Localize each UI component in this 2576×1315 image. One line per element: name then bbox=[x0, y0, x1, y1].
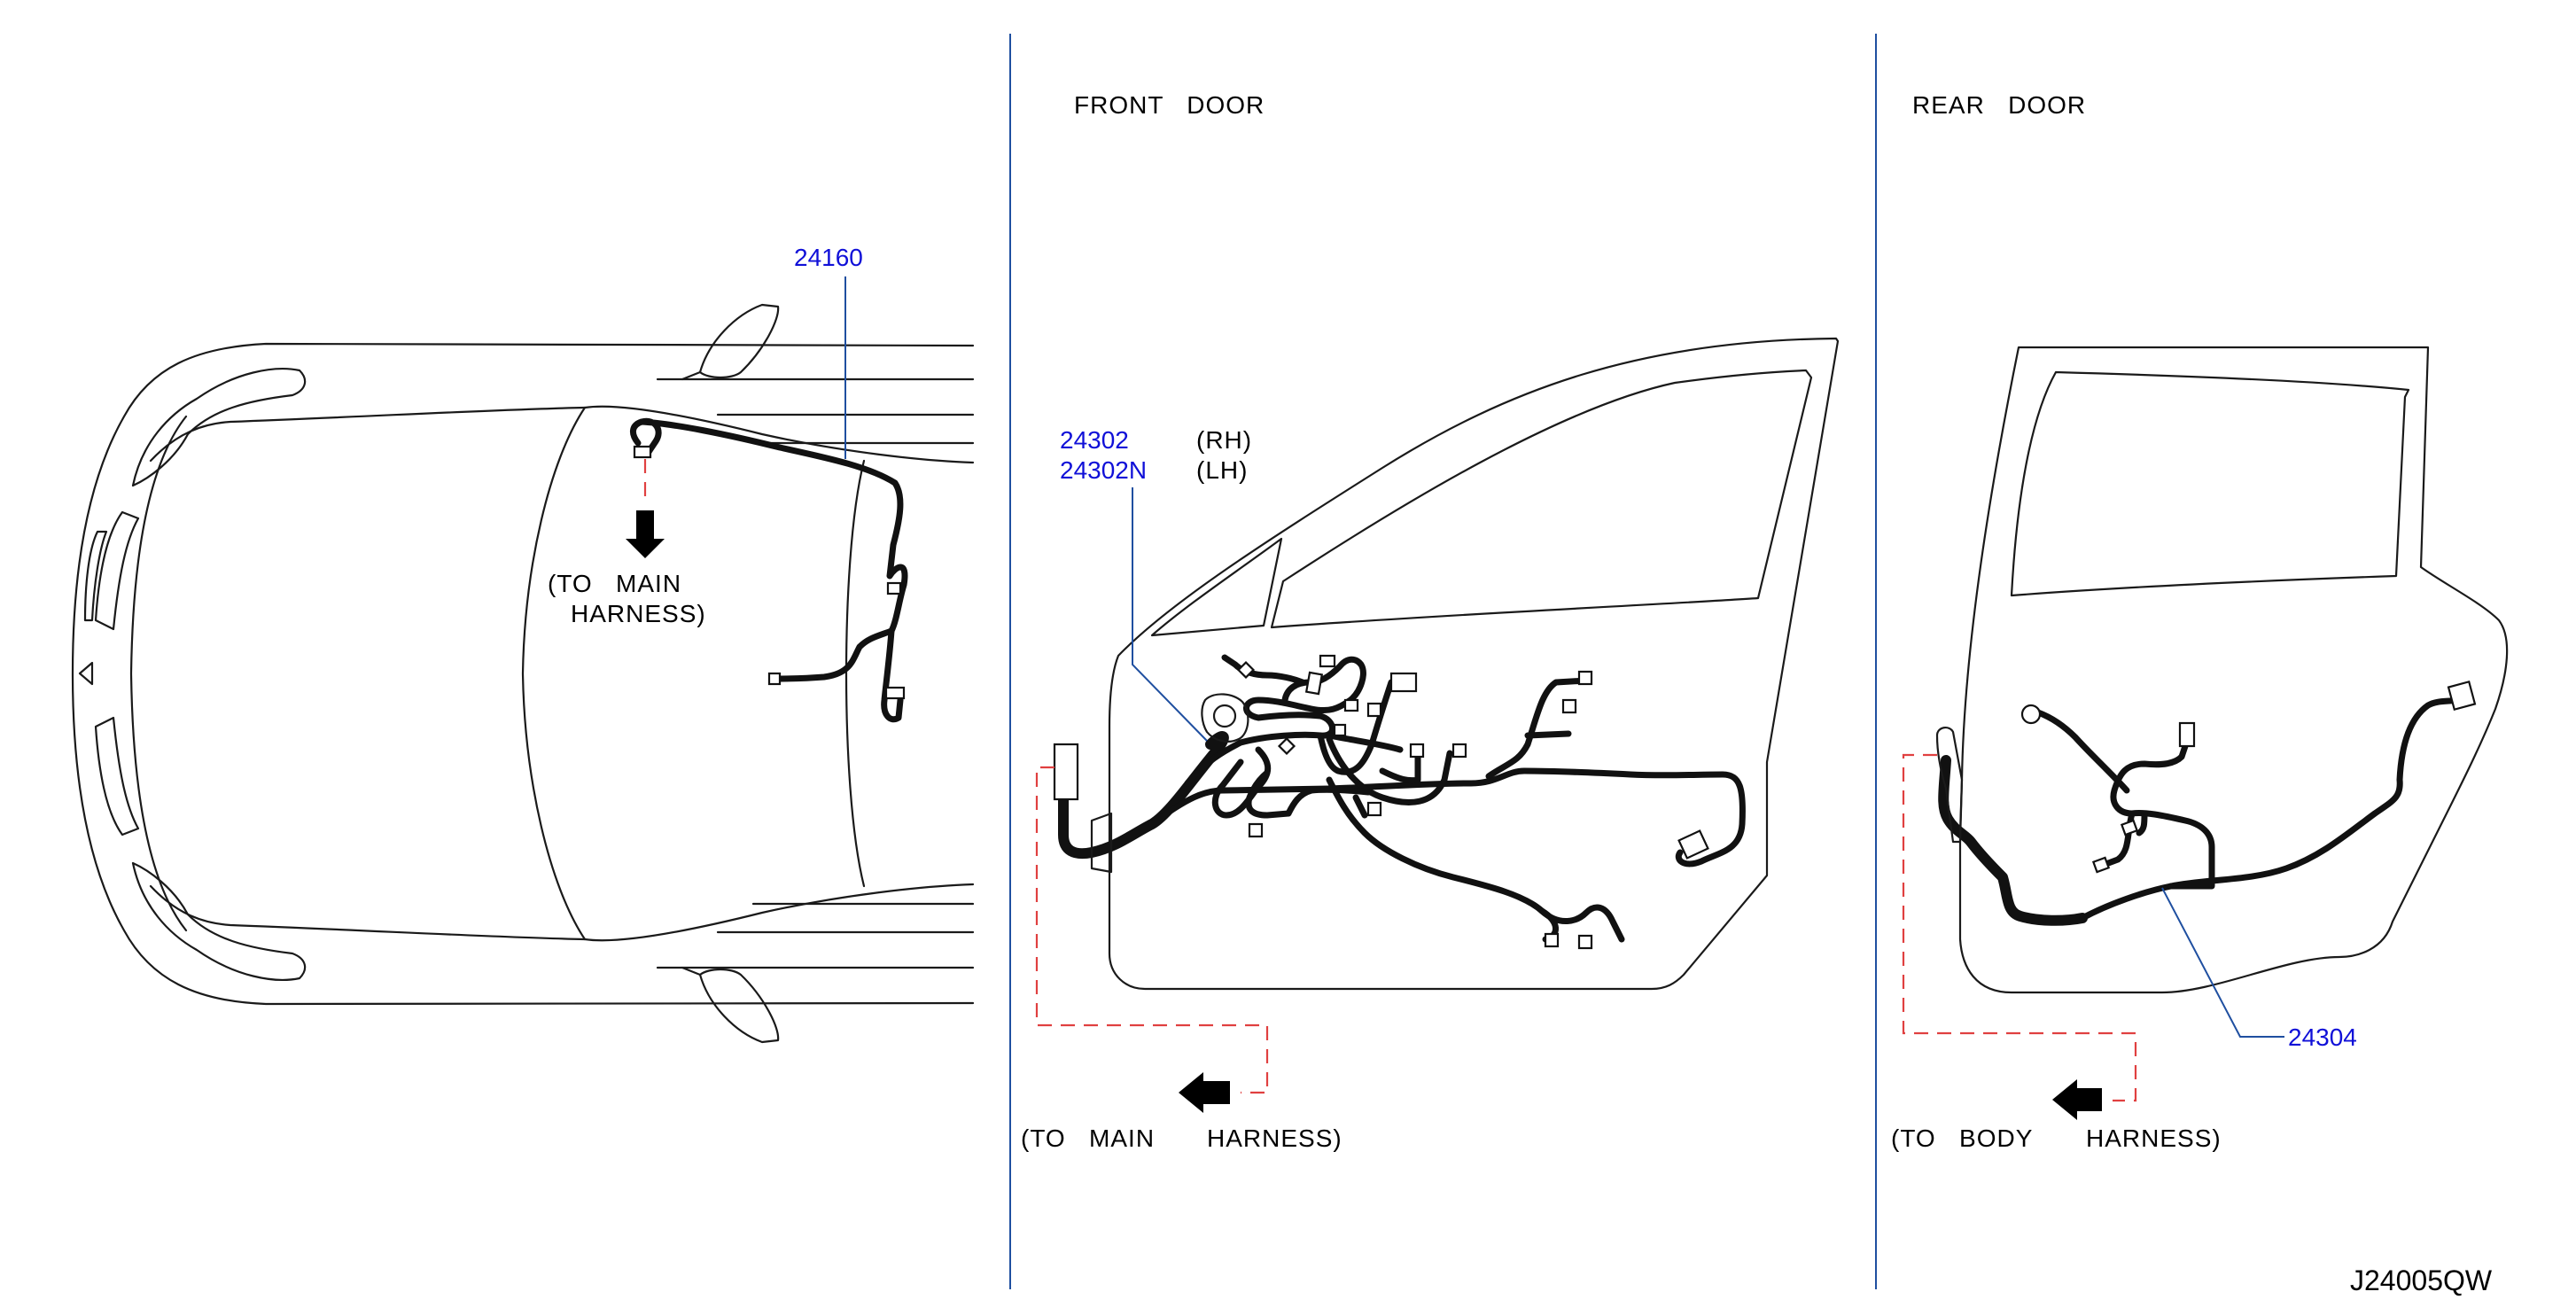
rear-door-to-body-dash bbox=[1902, 753, 2137, 1102]
front-door-drawing bbox=[1035, 337, 1840, 1113]
front-door-note-a: (TO MAIN bbox=[1021, 1124, 1155, 1152]
front-door-to-main-dash bbox=[1035, 766, 1269, 1094]
front-door-title: FRONT DOOR bbox=[1074, 91, 1265, 119]
diagram-code: J24005QW bbox=[2350, 1264, 2493, 1296]
roof-harness bbox=[630, 417, 908, 634]
roof-connector-right-2 bbox=[884, 686, 906, 700]
front-door-part-rh: 24302 bbox=[1060, 426, 1129, 454]
rear-door-to-body-arrow bbox=[2052, 1079, 2102, 1120]
roof-to-main-arrow-down bbox=[626, 510, 665, 558]
roof-note-line2: HARNESS) bbox=[571, 600, 706, 627]
roof-connector-left bbox=[767, 672, 782, 686]
rear-door-drawing bbox=[1902, 346, 2509, 1120]
car-top-view bbox=[71, 303, 975, 1044]
rear-door-note-a: (TO BODY bbox=[1891, 1124, 2033, 1152]
rear-door-note-b: HARNESS) bbox=[2086, 1124, 2222, 1152]
front-door-to-main-arrow bbox=[1179, 1072, 1230, 1113]
front-door-side-rh: (RH) bbox=[1196, 426, 1252, 454]
front-door-side-lh: (LH) bbox=[1196, 456, 1248, 484]
front-door-main-connector bbox=[1053, 743, 1079, 801]
rear-door-leader bbox=[2161, 887, 2284, 1038]
front-door-note-b: HARNESS) bbox=[1207, 1124, 1342, 1152]
rear-door-part-number: 24304 bbox=[2288, 1023, 2357, 1051]
roof-connector-right-1 bbox=[886, 581, 902, 595]
front-door-leader bbox=[1132, 487, 1208, 742]
roof-part-number: 24160 bbox=[794, 244, 863, 271]
roof-connector-top bbox=[633, 445, 652, 459]
rear-door-title: REAR DOOR bbox=[1912, 91, 2086, 119]
roof-note-line1: (TO MAIN bbox=[548, 570, 681, 597]
front-door-part-lh: 24302N bbox=[1060, 456, 1147, 484]
rear-door-harness-main bbox=[1938, 755, 2088, 926]
